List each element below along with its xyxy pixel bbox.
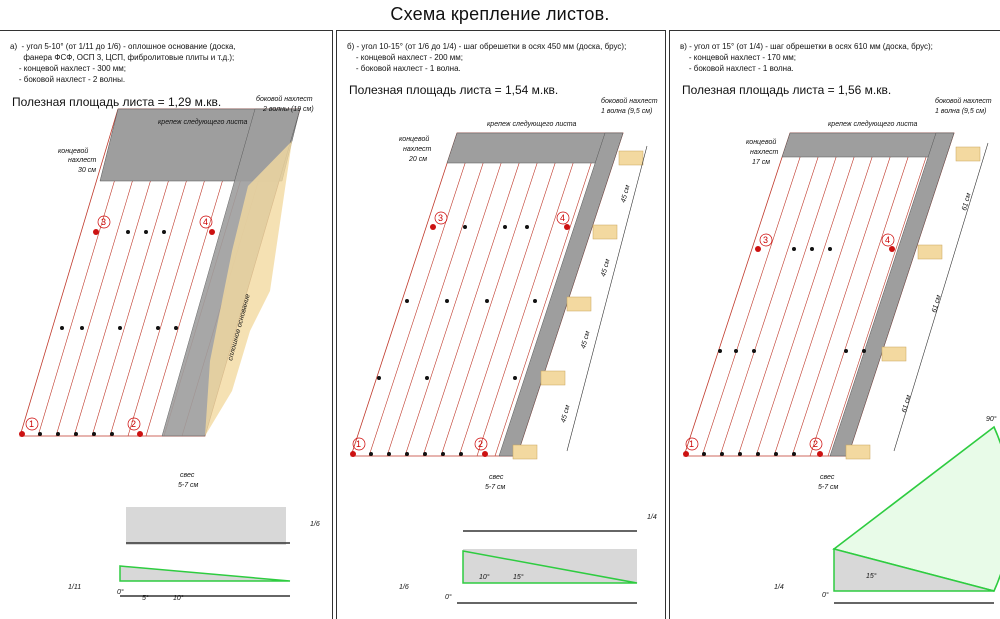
end-overlap-value: 17 см	[752, 159, 770, 166]
end-overlap-value: 20 см	[408, 156, 427, 163]
angle-1: 10°	[479, 573, 490, 581]
sheet-outline	[683, 132, 955, 457]
angle-0: 0°	[822, 591, 829, 599]
point-1: 1	[29, 419, 34, 429]
ratio-1: 1/6	[310, 521, 320, 528]
end-overlap-label-2: нахлест	[750, 149, 779, 156]
point-2: 2	[813, 439, 818, 449]
spacing-2: 45 см	[600, 258, 611, 277]
point-4: 4	[885, 235, 890, 245]
point-3: 3	[438, 213, 443, 223]
point-2: 2	[478, 439, 483, 449]
panel-c-area: Полезная площадь листа = 1,56 м.кв.	[682, 83, 892, 97]
angle-2: 90°	[986, 415, 997, 423]
overhang-value: 5-7 см	[178, 482, 199, 489]
point-1: 1	[689, 439, 694, 449]
overhang-value: 5-7 см	[818, 484, 839, 491]
panel-c-heading: в) - угол от 15° (от 1/4) - шаг обрешетк…	[680, 42, 933, 73]
spacing-line	[893, 142, 989, 452]
fastener-next-label: крепеж следующего листа	[487, 120, 576, 128]
ratio-2: 1/6	[399, 584, 409, 591]
end-overlap-zone	[781, 132, 955, 158]
angle-2: 10°	[173, 594, 184, 602]
spacing-3: 45 см	[580, 330, 591, 349]
ratio-1: 1/4	[774, 584, 784, 591]
page-title: Схема крепление листов.	[390, 4, 610, 24]
angle-0: 0°	[445, 593, 452, 601]
angle-0: 0°	[117, 588, 124, 596]
angle-1: 5°	[142, 594, 149, 602]
key-point-rings	[352, 211, 570, 451]
panel-c: в) - угол от 15° (от 1/4) - шаг обрешетк…	[669, 30, 1000, 619]
sheet-waves	[701, 132, 935, 457]
end-overlap-label-1: концевой	[746, 138, 776, 146]
key-points	[350, 224, 570, 457]
panel-a-area: Полезная площадь листа = 1,29 м.кв.	[12, 95, 222, 109]
overhang-value: 5-7 см	[485, 484, 506, 491]
side-overlap-value: 2 волны (19 см)	[262, 106, 314, 113]
end-overlap-label-1: концевой	[58, 147, 88, 155]
angle-1: 15°	[866, 572, 877, 580]
panel-b-area: Полезная площадь листа = 1,54 м.кв.	[349, 83, 559, 97]
overhang-label: свес	[820, 474, 835, 481]
fasteners	[702, 247, 866, 456]
spacing-3: 61 см	[901, 394, 912, 413]
solid-base	[205, 141, 292, 436]
key-point-rings	[25, 215, 213, 431]
ratio-1: 1/4	[647, 514, 657, 521]
panel-a-diagram: 1 2 3 4 боковой нахлест 2 волны (19 см) …	[19, 95, 320, 602]
key-point-rings	[685, 233, 895, 451]
spacing-line	[566, 145, 648, 452]
spacing-4: 45 см	[560, 404, 571, 423]
panel-a: а) - угол 5-10° (от 1/11 до 1/6) - оплош…	[0, 30, 333, 619]
side-overlap-label: боковой нахлест	[601, 97, 658, 105]
fasteners	[38, 230, 178, 436]
slope-wedge	[462, 550, 638, 584]
section-sheet	[126, 507, 286, 545]
fasteners	[369, 225, 537, 456]
overhang-label: свес	[180, 472, 195, 479]
sheet-outline	[350, 132, 624, 457]
angle-2: 15°	[513, 573, 524, 581]
side-overlap-label: боковой нахлест	[935, 97, 992, 105]
end-overlap-label-1: концевой	[399, 135, 429, 143]
point-1: 1	[356, 439, 361, 449]
panel-a-heading: а) - угол 5-10° (от 1/11 до 1/6) - оплош…	[10, 42, 236, 84]
panel-b: б) - угол 10-15° (от 1/6 до 1/4) - шаг о…	[336, 30, 666, 619]
overhang-label: свес	[489, 474, 504, 481]
side-overlap-label: боковой нахлест	[256, 95, 313, 103]
point-2: 2	[131, 419, 136, 429]
side-overlap-value: 1 волна (9,5 см)	[935, 108, 986, 115]
sheet-waves	[368, 132, 602, 457]
spacing-2: 61 см	[931, 294, 942, 313]
battens	[512, 150, 644, 460]
key-points	[683, 246, 895, 457]
spacing-1: 61 см	[961, 192, 972, 211]
fastener-next-label: крепеж следующего листа	[828, 120, 917, 128]
point-3: 3	[101, 217, 106, 227]
battens	[845, 146, 981, 460]
fastener-next-label: крепеж следующего листа	[158, 118, 247, 126]
slope-wedge	[119, 565, 291, 582]
side-overlap-value: 1 волна (9,5 см)	[601, 108, 652, 115]
panel-b-heading: б) - угол 10-15° (от 1/6 до 1/4) - шаг о…	[347, 42, 627, 73]
end-overlap-label-2: нахлест	[68, 157, 97, 164]
panel-c-diagram: 61 см 61 см 61 см 1 2 3 4 боковой нахлес…	[683, 97, 1000, 604]
quarter-arc	[832, 425, 1000, 592]
panel-b-diagram: 45 см 45 см 45 см 45 см 1 2 3 4 боковой …	[350, 97, 658, 604]
end-overlap-value: 30 см	[78, 167, 96, 174]
point-4: 4	[560, 213, 565, 223]
ratio-2: 1/11	[68, 584, 81, 591]
slope-wedge	[833, 548, 995, 592]
point-4: 4	[203, 217, 208, 227]
key-points	[19, 229, 215, 437]
spacing-1: 45 см	[620, 184, 631, 203]
end-overlap-label-2: нахлест	[403, 146, 432, 153]
point-3: 3	[763, 235, 768, 245]
